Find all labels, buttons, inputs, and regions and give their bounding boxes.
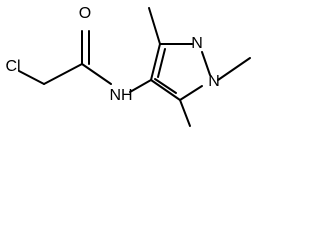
bond-c5-methyl	[179, 99, 191, 127]
bond-carbonyl-amide-n	[81, 63, 112, 85]
bond-ch2-carbonyl	[43, 63, 83, 85]
atom-label-amide-nitrogen: NH	[109, 87, 132, 104]
bond-c5-c4	[150, 79, 181, 101]
bond-cl-ch2	[18, 70, 45, 85]
bond-c4-c3-inner	[157, 48, 166, 78]
chemical-structure-canvas: Cl O NH N N	[0, 0, 260, 130]
atom-label-pyrazole-n2: N	[191, 35, 203, 52]
atom-label-pyrazole-n1: N	[208, 73, 220, 90]
bond-c4-c3	[150, 43, 161, 81]
bond-c3-methyl	[148, 7, 161, 45]
bond-n2-n1	[201, 51, 211, 76]
atom-label-chlorine: Cl	[5, 58, 20, 75]
bond-amide-n-c4	[129, 79, 152, 93]
bond-n1-c5	[179, 85, 203, 101]
atom-label-oxygen: O	[79, 5, 91, 22]
molecule-diagram: Cl O NH N N	[5, 5, 251, 127]
bond-c5-c4-inner	[154, 78, 177, 94]
bond-n1-methyl	[217, 57, 251, 81]
